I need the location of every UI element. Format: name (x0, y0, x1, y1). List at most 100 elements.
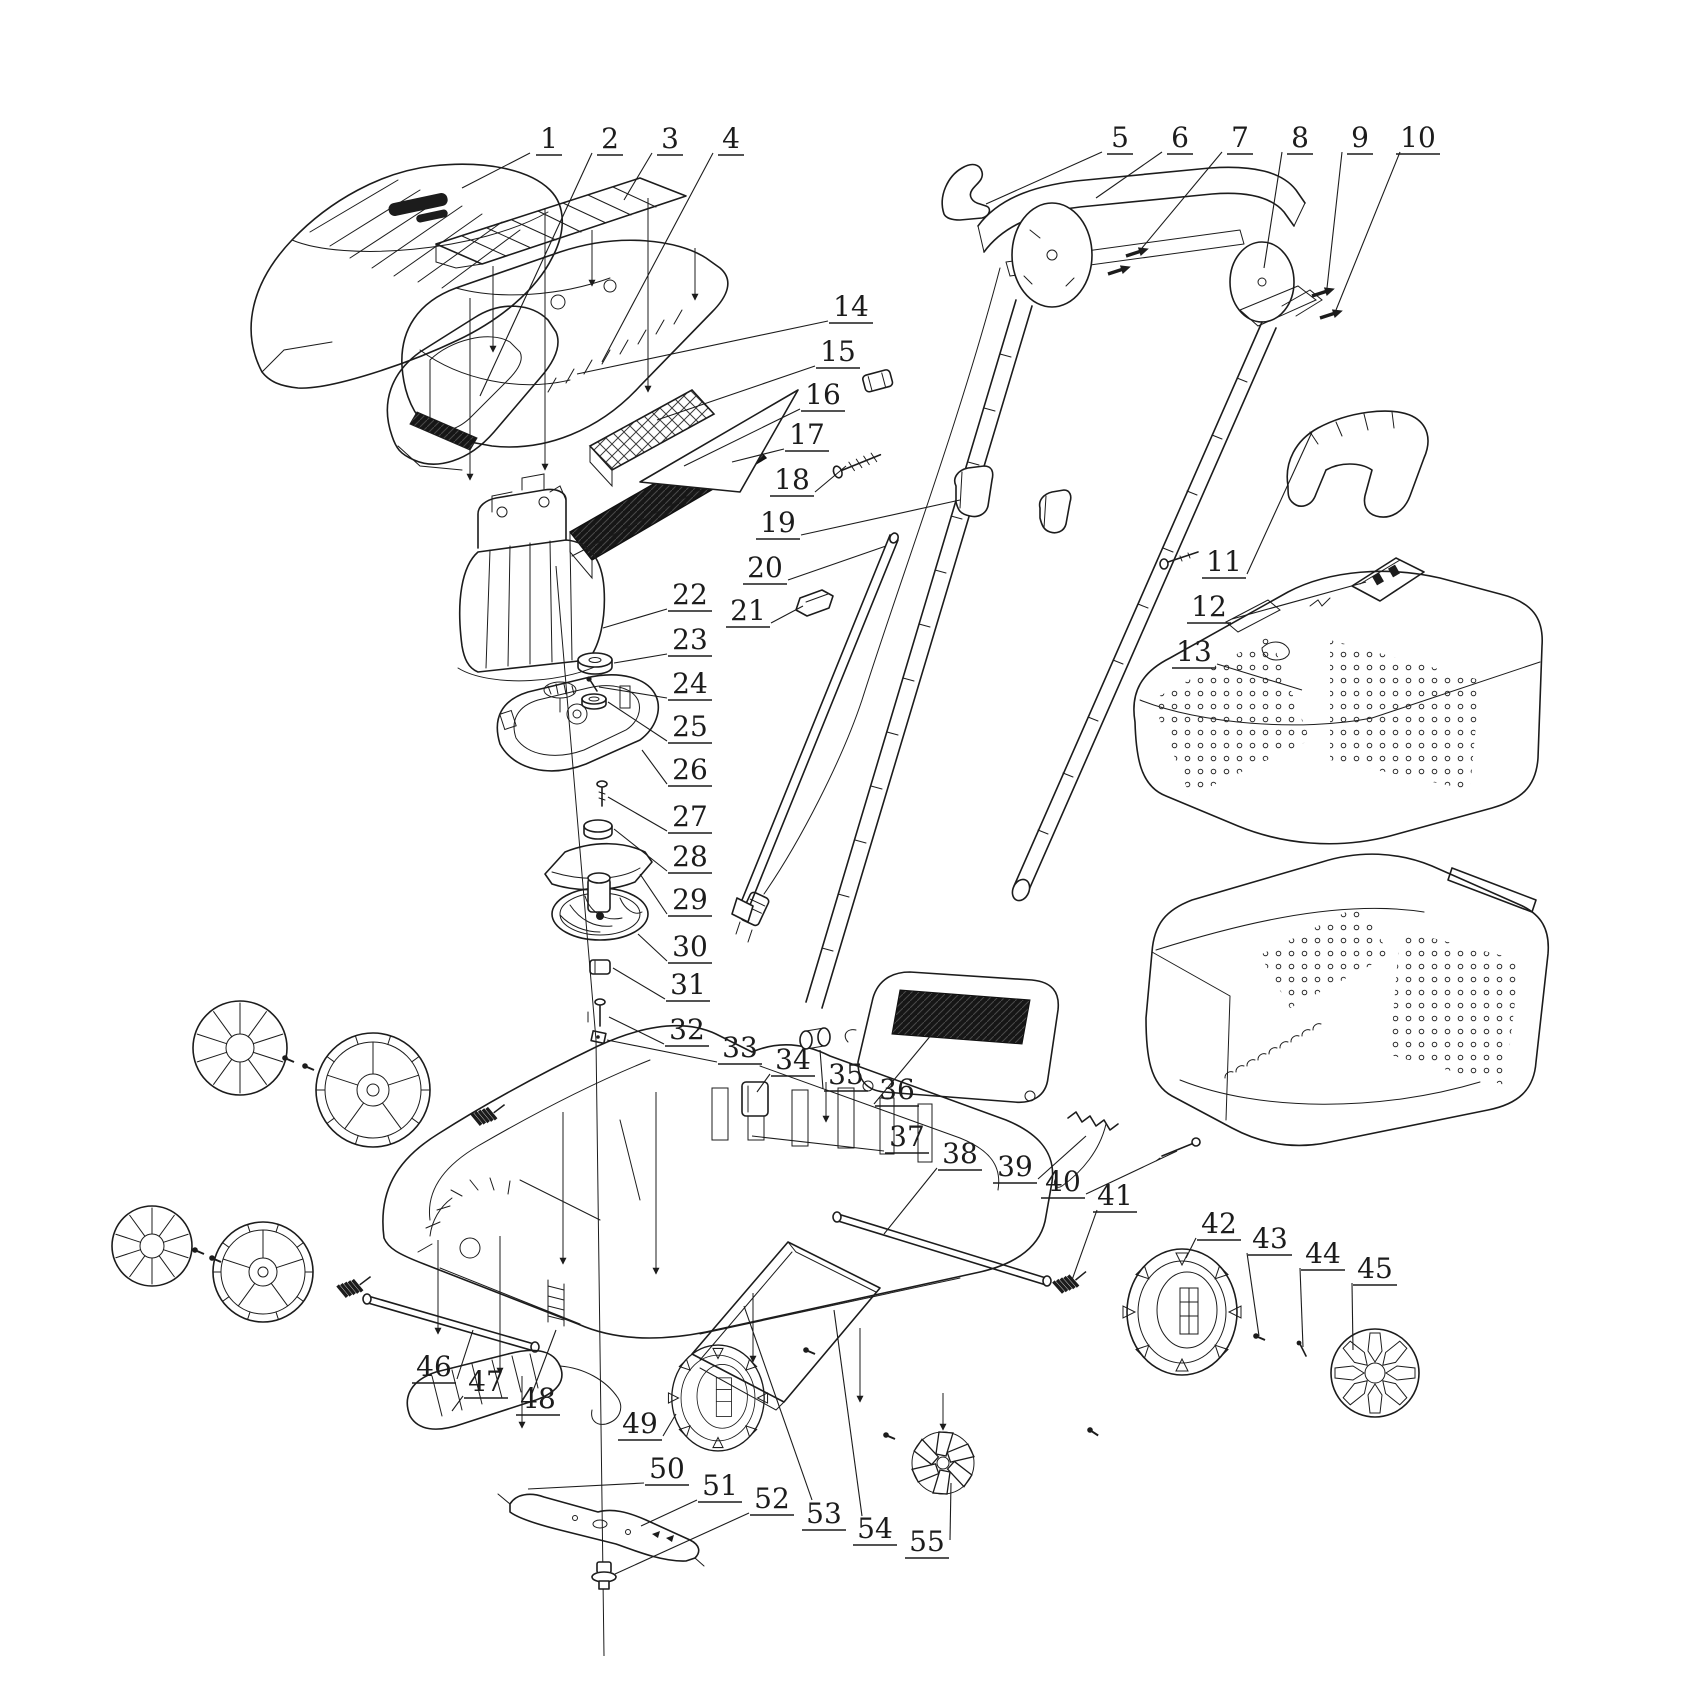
callout-number-48: 48 (520, 1382, 556, 1415)
callout-54: 54 (833, 1309, 897, 1546)
callout-51: 51 (640, 1469, 742, 1527)
nut-part-33 (590, 1030, 607, 1045)
collar-part-23 (577, 652, 613, 675)
callout-number-18: 18 (774, 463, 810, 496)
callout-number-37: 37 (889, 1120, 925, 1153)
callout-number-30: 30 (672, 930, 708, 963)
callout-leader-13 (1216, 663, 1303, 691)
callout-number-12: 12 (1191, 590, 1227, 623)
callout-29: 29 (639, 873, 712, 917)
callout-32: 32 (608, 1013, 709, 1047)
callout-48: 48 (516, 1329, 560, 1416)
callout-number-42: 42 (1201, 1207, 1237, 1240)
pin-part-24 (586, 676, 598, 692)
power-cable (739, 267, 1001, 943)
spring-part-39 (1053, 1111, 1119, 1188)
callout-33: 33 (606, 1031, 762, 1065)
motor-top-cover-part (250, 163, 563, 389)
callout-8: 8 (1263, 121, 1313, 269)
callout-20: 20 (743, 545, 887, 585)
callout-number-24: 24 (672, 667, 708, 700)
callout-leader-19 (800, 499, 961, 536)
callout-leader-22 (602, 608, 668, 629)
callout-leader-54 (833, 1309, 863, 1517)
callout-number-11: 11 (1206, 545, 1242, 578)
front-axle-part-46 (335, 1272, 540, 1353)
grassbox-body-part (1145, 853, 1550, 1147)
callout-4: 4 (601, 122, 744, 363)
callout-number-27: 27 (672, 800, 708, 833)
callout-leader-8 (1263, 151, 1283, 269)
callout-46: 46 (412, 1329, 474, 1384)
vent-strip-part (435, 177, 687, 269)
rear-left-wheel (315, 1032, 431, 1148)
callout-leader-44 (1299, 1267, 1304, 1348)
rear-flap-part-36 (844, 971, 1060, 1104)
clip-part-21 (795, 589, 834, 617)
callout-leader-24 (598, 686, 668, 699)
center-axis-line (555, 565, 605, 1657)
callout-number-50: 50 (649, 1452, 685, 1485)
callout-leader-2 (479, 152, 593, 397)
callout-leader-36 (873, 1033, 933, 1105)
grip-screw (1159, 551, 1199, 570)
callout-leader-29 (639, 873, 668, 915)
roller-35 (799, 1027, 831, 1050)
callout-leader-16 (683, 408, 801, 467)
switch-housing-part (386, 305, 559, 471)
callout-7: 7 (1141, 121, 1253, 249)
bushing-part-31 (589, 959, 611, 975)
assembly-axis-lines-top (466, 198, 699, 481)
callout-leader-15 (656, 365, 816, 421)
callout-leader-38 (883, 1167, 938, 1235)
handle-grip-part-11 (1286, 410, 1429, 518)
callout-number-44: 44 (1305, 1237, 1341, 1270)
callout-13: 13 (1172, 635, 1303, 691)
callout-number-38: 38 (942, 1137, 978, 1170)
handle-screws (1104, 242, 1346, 324)
hubcap-part-45 (1330, 1328, 1420, 1418)
axle-spring-left (469, 1100, 511, 1129)
callout-leader-49 (662, 1413, 677, 1437)
callout-25: 25 (607, 701, 712, 744)
callout-26: 26 (641, 749, 712, 787)
callout-number-3: 3 (661, 122, 679, 155)
callout-12: 12 (1187, 581, 1367, 624)
callout-number-6: 6 (1171, 121, 1189, 154)
callout-52: 52 (614, 1482, 794, 1575)
motor-part-22 (457, 473, 609, 713)
callout-leader-33 (606, 1039, 718, 1063)
callout-leader-21 (770, 605, 804, 624)
rear-bracket-34 (741, 1081, 769, 1117)
callout-16: 16 (683, 378, 845, 467)
callout-number-20: 20 (747, 551, 783, 584)
callout-number-49: 49 (622, 1407, 658, 1440)
callout-5: 5 (985, 121, 1133, 205)
callout-leader-23 (613, 653, 668, 664)
callout-leader-25 (607, 701, 668, 742)
callout-leader-12 (1231, 581, 1367, 620)
latch-plate-part-12 (1351, 557, 1425, 602)
callout-35: 35 (819, 1049, 868, 1092)
callout-21: 21 (726, 594, 804, 628)
callout-28: 28 (613, 828, 712, 874)
callout-number-13: 13 (1176, 635, 1212, 668)
screw-part-27 (596, 780, 608, 807)
callout-24: 24 (598, 667, 712, 701)
callout-17: 17 (731, 418, 829, 463)
loose-fasteners (802, 1346, 1101, 1440)
callout-leader-18 (814, 465, 847, 493)
callout-31: 31 (612, 967, 710, 1002)
callout-number-52: 52 (754, 1482, 790, 1515)
front-bumper-part-47 (406, 1349, 622, 1430)
callout-leader-34 (756, 1073, 771, 1093)
callout-2: 2 (479, 122, 623, 397)
callout-leader-52 (614, 1512, 750, 1575)
callout-number-26: 26 (672, 753, 708, 786)
callout-38: 38 (883, 1137, 982, 1235)
callout-27: 27 (607, 796, 712, 834)
callout-49: 49 (618, 1407, 677, 1441)
callout-10: 10 (1335, 121, 1440, 311)
